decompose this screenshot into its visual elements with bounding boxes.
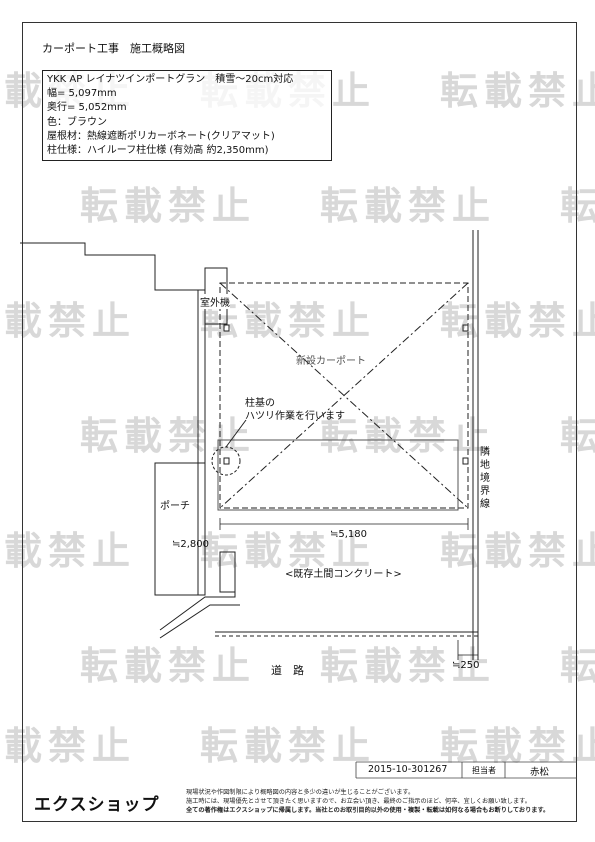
post-bottom-left <box>223 457 230 465</box>
watermark-text: 転載禁止 <box>80 644 257 688</box>
watermark-text: 転載禁止 <box>440 69 595 113</box>
watermark-text: 転載禁止 <box>560 644 595 688</box>
note-line-2: ハツリ作業を行います <box>245 411 345 422</box>
watermark-text: 転載禁止 <box>80 184 257 228</box>
watermark-text: 転載禁止 <box>200 529 377 573</box>
spec-post: 柱仕様：ハイルーフ柱仕様 (有効高 約2,350mm) <box>47 145 269 157</box>
drawing-frame <box>22 22 577 822</box>
spec-depth: 奥行= 5,052mm <box>47 102 127 114</box>
porch-dimension: ≒2,800 <box>172 539 210 550</box>
step-box <box>219 551 236 593</box>
watermark-text: 転載禁止 <box>560 184 595 228</box>
watermark-text: 転載禁止 <box>0 529 137 573</box>
road-label: 道 路 <box>271 664 304 677</box>
road-edge <box>159 590 236 631</box>
watermark-text: 転載禁止 <box>440 299 595 343</box>
carport-diagonal-2 <box>219 282 469 509</box>
outdoor-unit-label: 室外機 <box>200 294 230 309</box>
carport-outline <box>219 282 469 509</box>
watermark-text: 転載禁止 <box>320 414 497 458</box>
watermark-text: 転載禁止 <box>320 184 497 228</box>
spec-color: 色：ブラウン <box>47 116 107 128</box>
callout-leader <box>225 419 247 448</box>
carport-label: 新設カーポート <box>296 356 366 367</box>
footer-notes: 現場状況や作図制限により概略図の内容と多少の違いが生じることがございます。 施工… <box>186 788 549 815</box>
porch-box <box>154 462 206 596</box>
doc-number: 2015-10-301267 <box>368 764 448 775</box>
note-line-1: 柱基の <box>245 398 275 409</box>
watermark-text: 転載禁止 <box>80 414 257 458</box>
watermark-text: 転載禁止 <box>560 414 595 458</box>
watermark-text: 転載禁止 <box>0 299 137 343</box>
post-top-right <box>462 324 469 332</box>
person-label: 担当者 <box>472 766 496 775</box>
watermark-text: 転載禁止 <box>440 529 595 573</box>
company-logo: エクスショップ <box>34 795 160 815</box>
footer-note-2: 施工時には、現場優先とさせて頂きたく思いますので、お立会い頂き、最終のご指示のほ… <box>186 798 531 805</box>
spec-width: 幅= 5,097mm <box>47 88 117 100</box>
watermark-text: 転載禁止 <box>200 724 377 768</box>
page-title: カーポート工事 施工概略図 <box>42 42 185 55</box>
post-bottom-right <box>462 457 469 465</box>
post-top-left <box>223 324 230 332</box>
gap-dimension: ≒250 <box>452 660 480 671</box>
spec-box: YKK AP レイナツインポートグラン 積雪～20cm対応 幅= 5,097mm… <box>42 70 332 162</box>
watermark-text: 転載禁止 <box>320 644 497 688</box>
spec-product: YKK AP レイナツインポートグラン 積雪～20cm対応 <box>47 74 294 85</box>
spec-roof: 屋根材：熱線遮断ポリカーボネート(クリアマット) <box>47 130 275 142</box>
concrete-label: <既存土間コンクリート> <box>285 569 402 580</box>
watermark-text: 転載禁止 <box>0 724 137 768</box>
footer-note-3: 全ての著作権はエクスショップに帰属します。当社とのお取引目的以外の使用・複製・転… <box>186 807 550 814</box>
boundary-label: 隣 地 境 界 線 <box>480 447 490 510</box>
concrete-edge <box>217 439 459 511</box>
footer-note-1: 現場状況や作図制限により概略図の内容と多少の違いが生じることがございます。 <box>186 789 415 796</box>
person-name: 赤松 <box>530 767 550 778</box>
watermark-text: 転載禁止 <box>440 724 595 768</box>
porch-label: ポーチ <box>160 501 190 512</box>
width-dimension: ≒5,180 <box>330 529 368 540</box>
